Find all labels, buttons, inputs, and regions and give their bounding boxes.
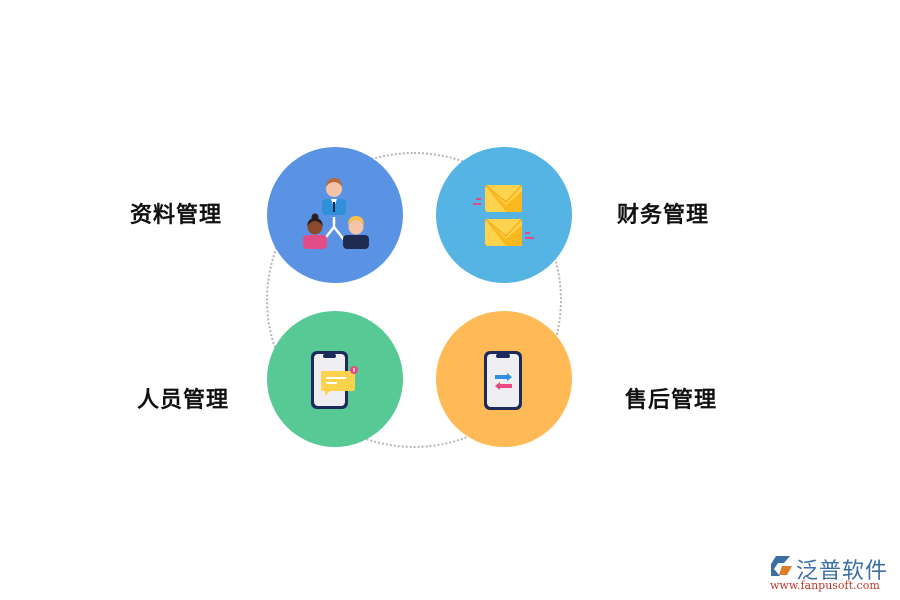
node-staff-management <box>267 311 403 447</box>
envelopes-icon <box>473 184 534 246</box>
label-aftersales-management: 售后管理 <box>625 388 718 413</box>
dotted-connector-ring <box>266 152 562 448</box>
phone-transfer-icon <box>484 351 522 410</box>
label-finance-management: 财务管理 <box>617 203 710 228</box>
label-data-management: 资料管理 <box>130 203 223 228</box>
brand-logo: 泛普软件 www.fanpusoft.com <box>770 553 895 595</box>
label-staff-management: 人员管理 <box>137 388 230 413</box>
logo-url: www.fanpusoft.com <box>770 579 880 592</box>
logo-title: 泛普软件 <box>796 559 889 584</box>
node-finance-management <box>436 147 572 283</box>
logo-mark-icon <box>771 556 792 576</box>
phone-message-icon <box>311 351 358 409</box>
node-aftersales-management <box>436 311 572 447</box>
people-hierarchy-icon <box>303 178 369 249</box>
node-data-management <box>267 147 403 283</box>
